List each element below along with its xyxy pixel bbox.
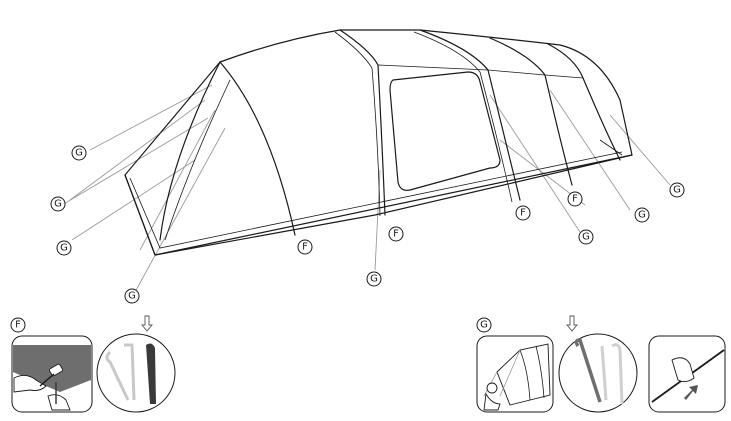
step-g-label: G xyxy=(476,317,492,333)
hand-icon xyxy=(671,357,695,383)
arrow-down-icon xyxy=(141,315,153,332)
label-g-2: G xyxy=(50,196,66,212)
svg-text:G: G xyxy=(480,320,488,331)
label-g-5: G xyxy=(366,271,382,287)
label-g-3: G xyxy=(56,240,72,256)
label-f-1: F xyxy=(297,239,313,255)
svg-text:F: F xyxy=(393,229,399,240)
svg-text:F: F xyxy=(302,242,308,253)
svg-text:G: G xyxy=(582,232,590,243)
step-g: G xyxy=(476,315,726,413)
svg-text:F: F xyxy=(520,208,526,219)
step-g-peg-detail xyxy=(558,315,638,413)
label-f-3: F xyxy=(515,205,531,221)
svg-text:G: G xyxy=(370,274,378,285)
tent-peg-icon xyxy=(574,338,624,405)
arrow-down-icon xyxy=(566,315,578,332)
label-g-7: G xyxy=(634,207,650,223)
tent-icon xyxy=(61,29,671,293)
label-f-4: F xyxy=(567,191,583,207)
label-f-2: F xyxy=(388,226,404,242)
label-g-6: G xyxy=(578,229,594,245)
step-f-peg-detail xyxy=(96,315,176,413)
step-g-tension-panel xyxy=(648,335,726,413)
svg-text:G: G xyxy=(673,185,681,196)
label-g-1: G xyxy=(71,145,87,161)
step-f-pegging-panel xyxy=(11,335,93,413)
hand-icon xyxy=(13,375,71,411)
step-f: F xyxy=(10,315,176,413)
label-g-8: G xyxy=(669,182,685,198)
arrow-diagonal-icon xyxy=(684,385,698,400)
svg-text:F: F xyxy=(15,320,21,331)
svg-text:G: G xyxy=(128,291,136,302)
label-g-4: G xyxy=(124,288,140,304)
hand-icon xyxy=(483,382,501,411)
svg-text:G: G xyxy=(75,148,83,159)
svg-text:G: G xyxy=(60,243,68,254)
step-g-tent-panel xyxy=(476,335,554,413)
svg-text:G: G xyxy=(638,210,646,221)
svg-text:G: G xyxy=(54,199,62,210)
tent-peg-icon xyxy=(105,343,156,404)
mallet-icon xyxy=(39,363,63,387)
svg-text:F: F xyxy=(572,194,578,205)
step-f-label: F xyxy=(10,317,26,333)
